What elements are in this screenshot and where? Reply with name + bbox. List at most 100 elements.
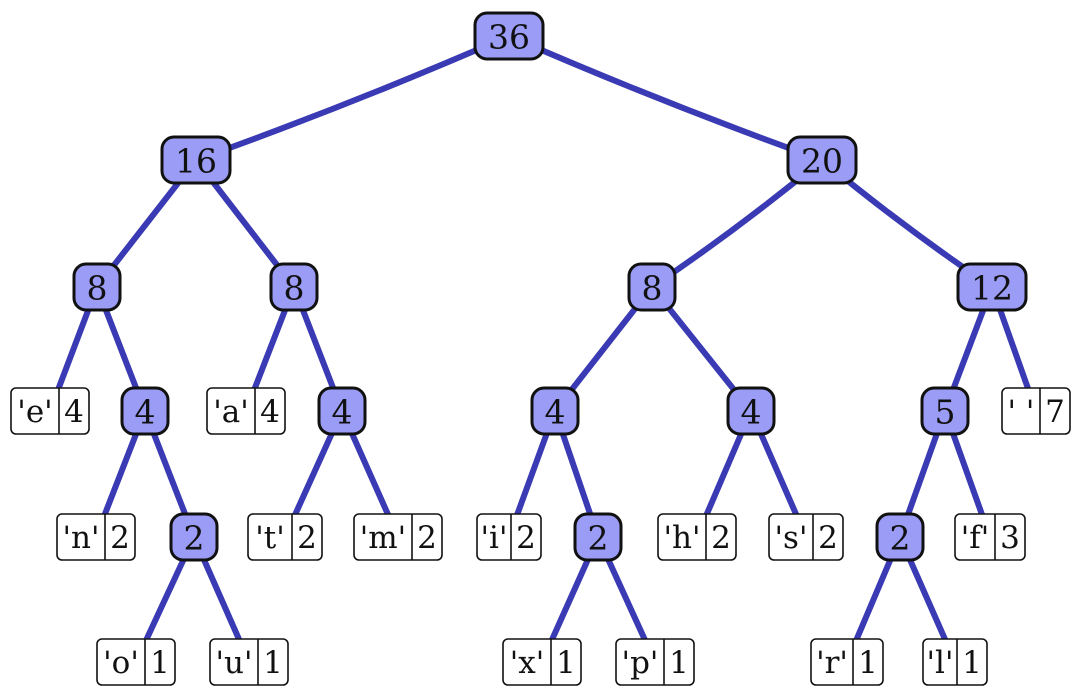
- internal-node-weight: 2: [588, 519, 609, 558]
- leaf-node-box: [502, 638, 582, 686]
- tree-edges: [47, 33, 1039, 665]
- leaf-node-box: [96, 638, 176, 686]
- internal-node: 2: [875, 512, 925, 562]
- internal-node: 4: [530, 386, 580, 436]
- leaf-count: 1: [556, 645, 576, 681]
- internal-node-weight: 36: [488, 18, 530, 57]
- internal-node-weight: 8: [87, 269, 108, 308]
- leaf-char: ' ': [1008, 394, 1035, 430]
- internal-node-weight: 16: [175, 142, 217, 181]
- internal-node: 4: [120, 386, 170, 436]
- leaf-count: 1: [858, 645, 878, 681]
- internal-node-box: [573, 512, 623, 562]
- leaf-count: 4: [260, 394, 280, 430]
- internal-node-box: [160, 135, 232, 185]
- internal-node: 12: [956, 262, 1028, 312]
- leaf-node: 'i' 2: [476, 513, 542, 561]
- internal-node: 20: [786, 135, 858, 185]
- leaf-node: 'r' 1: [810, 638, 884, 686]
- leaf-char: 'i': [481, 520, 508, 556]
- internal-node: 2: [573, 512, 623, 562]
- internal-node-weight: 12: [971, 269, 1013, 308]
- leaf-char: 's': [775, 520, 808, 556]
- internal-node: 2: [169, 512, 219, 562]
- leaf-node: 'x' 1: [502, 638, 582, 686]
- leaf-count: 4: [64, 394, 84, 430]
- leaf-node-box: [1001, 387, 1071, 435]
- leaf-count: 2: [516, 520, 536, 556]
- internal-node-box: [920, 386, 970, 436]
- leaf-node: 'o' 1: [96, 638, 176, 686]
- leaf-node: 'f' 3: [954, 513, 1026, 561]
- leaf-node-box: [954, 513, 1026, 561]
- internal-node-weight: 5: [935, 393, 956, 432]
- leaf-node: 'l'1: [922, 638, 988, 686]
- internal-node: 4: [317, 386, 367, 436]
- leaf-node: 'u'1: [209, 638, 289, 686]
- leaf-node: ' ' 7: [1001, 387, 1071, 435]
- internal-node: 16: [160, 135, 232, 185]
- leaf-node: 't' 2: [247, 513, 323, 561]
- internal-node-box: [875, 512, 925, 562]
- leaf-node-box: [56, 513, 136, 561]
- leaf-node-box: [10, 387, 90, 435]
- leaf-node: 'e' 4: [10, 387, 90, 435]
- internal-node-box: [956, 262, 1028, 312]
- leaf-node: 'h' 2: [657, 513, 737, 561]
- leaf-count: 3: [1000, 520, 1020, 556]
- leaf-node: 'n'2: [56, 513, 136, 561]
- leaf-count: 2: [297, 520, 317, 556]
- internal-node-weight: 2: [184, 519, 205, 558]
- internal-node-weight: 4: [545, 393, 566, 432]
- leaf-char: 'h': [663, 520, 700, 556]
- internal-node-weight: 4: [741, 393, 762, 432]
- leaf-node: 's'2: [768, 513, 844, 561]
- leaf-char: 'e': [17, 394, 52, 430]
- internal-node-weight: 4: [135, 393, 156, 432]
- leaf-char: 'p': [622, 645, 659, 681]
- internal-node-weight: 20: [801, 142, 843, 181]
- leaf-node-box: [615, 638, 695, 686]
- leaf-char: 'f': [961, 520, 990, 556]
- leaf-char: 'r': [816, 645, 848, 681]
- internal-node-box: [72, 262, 122, 312]
- leaf-node-box: [657, 513, 737, 561]
- leaf-node-box: [209, 638, 289, 686]
- leaf-node: 'p' 1: [615, 638, 695, 686]
- leaf-char: 'm': [360, 520, 406, 556]
- leaf-count: 7: [1045, 394, 1065, 430]
- leaf-char: 'l': [927, 645, 954, 681]
- leaf-char: 'x': [510, 645, 545, 681]
- leaf-node: 'm' 2: [353, 513, 443, 561]
- edge-n36-n16: [193, 33, 512, 163]
- internal-node: 5: [920, 386, 970, 436]
- internal-node-box: [786, 135, 858, 185]
- leaf-node-box: [353, 513, 443, 561]
- leaf-count: 1: [669, 645, 689, 681]
- internal-node-box: [726, 386, 776, 436]
- leaf-node-box: [810, 638, 884, 686]
- leaf-count: 1: [263, 645, 283, 681]
- internal-node: 8: [627, 262, 677, 312]
- leaf-char: 'a': [213, 394, 249, 430]
- internal-node-box: [627, 262, 677, 312]
- leaf-count: 2: [417, 520, 437, 556]
- internal-node-box: [269, 262, 319, 312]
- leaf-count: 2: [711, 520, 731, 556]
- internal-node: 4: [726, 386, 776, 436]
- internal-node-box: [473, 11, 545, 61]
- leaf-count: 1: [150, 645, 170, 681]
- internal-node-box: [530, 386, 580, 436]
- internal-node: 8: [72, 262, 122, 312]
- leaf-char: 'o': [103, 645, 139, 681]
- leaf-node-box: [768, 513, 844, 561]
- internal-node-weight: 8: [284, 269, 305, 308]
- leaf-char: 't': [255, 520, 285, 556]
- leaf-node-box: [247, 513, 323, 561]
- leaf-char: 'n': [62, 520, 99, 556]
- edge-n36-n20: [506, 33, 825, 163]
- leaf-node-box: [476, 513, 542, 561]
- internal-node-box: [169, 512, 219, 562]
